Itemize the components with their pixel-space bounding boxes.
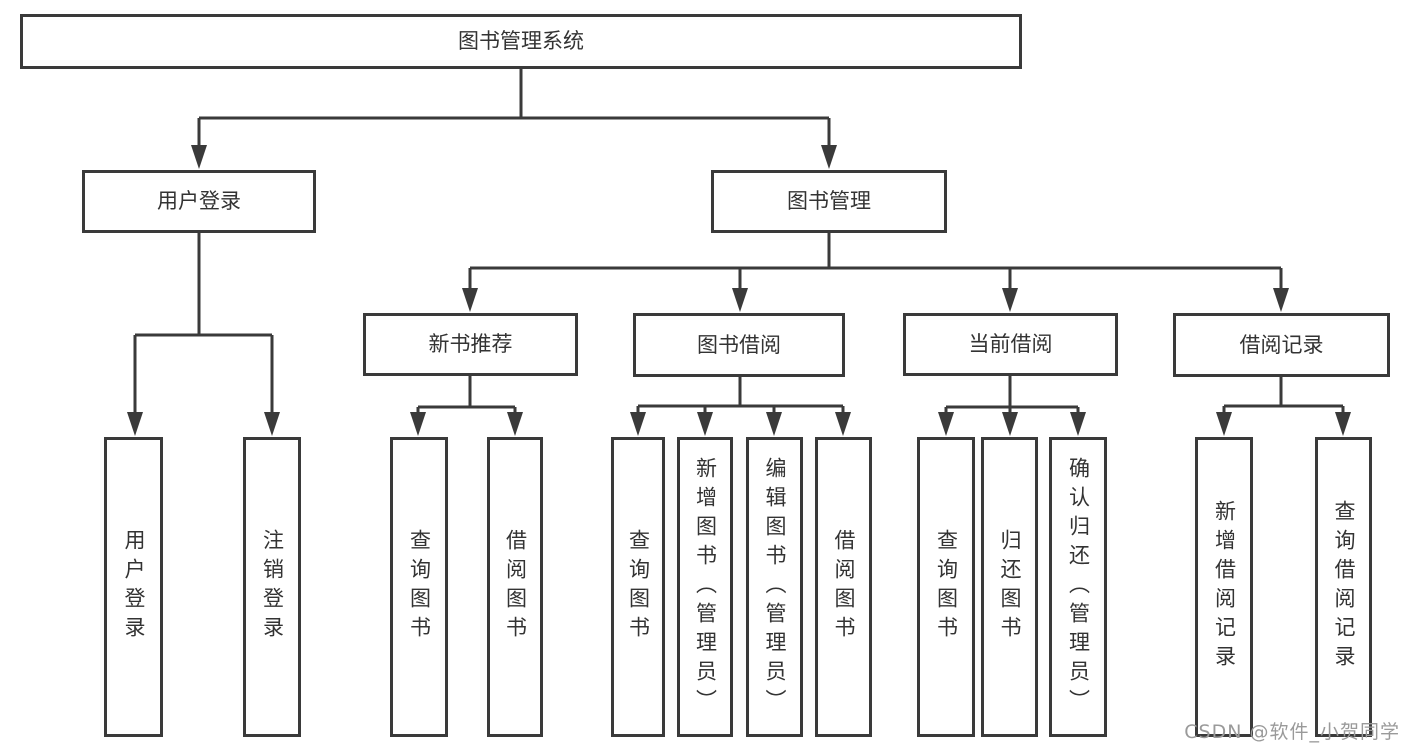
connector-book-borrow-to-children <box>636 377 845 413</box>
leaf-edit-book-admin: 编辑图书（管理员） <box>746 437 803 737</box>
leaf-confirm-return-admin: 确认归还（管理员） <box>1049 437 1107 737</box>
leaf-add-borrow-record: 新增借阅记录 <box>1195 437 1253 737</box>
node-current-borrow: 当前借阅 <box>903 313 1118 376</box>
leaf-query-books-current: 查询图书 <box>917 437 975 737</box>
leaf-add-book-admin: 新增图书（管理员） <box>677 437 733 737</box>
leaf-logout: 注销登录 <box>243 437 301 737</box>
node-user-login-label: 用户登录 <box>157 189 241 213</box>
leaf-query-books-borrow: 查询图书 <box>611 437 665 737</box>
connector-root-to-level2 <box>197 69 831 146</box>
leaf-query-books-borrow-label: 查询图书 <box>626 529 651 645</box>
connector-new-book-to-children <box>416 376 517 413</box>
leaf-borrow-books: 借阅图书 <box>815 437 872 737</box>
leaf-query-books-recommend: 查询图书 <box>390 437 448 737</box>
node-book-management: 图书管理 <box>711 170 947 233</box>
leaf-borrow-books-recommend-label: 借阅图书 <box>503 529 528 645</box>
node-new-book-recommend: 新书推荐 <box>363 313 578 376</box>
connector-user-login-to-children <box>133 233 274 413</box>
arrowheads <box>127 145 1351 436</box>
node-book-borrow-label: 图书借阅 <box>697 332 781 357</box>
node-new-book-recommend-label: 新书推荐 <box>428 332 513 356</box>
leaf-user-login: 用户登录 <box>104 437 163 737</box>
node-root-label: 图书管理系统 <box>458 29 584 53</box>
connector-book-management-to-children <box>468 233 1283 290</box>
leaf-add-book-admin-label: 新增图书（管理员） <box>693 456 718 718</box>
leaf-edit-book-admin-label: 编辑图书（管理员） <box>763 456 787 718</box>
node-book-management-label: 图书管理 <box>787 189 871 213</box>
node-user-login: 用户登录 <box>82 170 316 233</box>
node-root: 图书管理系统 <box>20 14 1022 69</box>
leaf-borrow-books-recommend: 借阅图书 <box>487 437 543 737</box>
leaf-add-borrow-record-label: 新增借阅记录 <box>1212 500 1237 674</box>
leaf-query-borrow-record: 查询借阅记录 <box>1315 437 1372 737</box>
leaf-return-book-label: 归还图书 <box>998 529 1022 645</box>
connector-borrow-records-to-children <box>1222 377 1345 413</box>
leaf-borrow-books-label: 借阅图书 <box>832 529 856 645</box>
leaf-query-books-recommend-label: 查询图书 <box>407 529 432 645</box>
leaf-logout-label: 注销登录 <box>260 529 285 645</box>
connector-current-borrow-to-children <box>944 376 1080 413</box>
node-current-borrow-label: 当前借阅 <box>968 332 1053 356</box>
leaf-query-books-current-label: 查询图书 <box>934 529 959 645</box>
leaf-return-book: 归还图书 <box>981 437 1038 737</box>
node-borrow-records-label: 借阅记录 <box>1239 332 1324 357</box>
node-borrow-records: 借阅记录 <box>1173 313 1390 377</box>
leaf-confirm-return-admin-label: 确认归还（管理员） <box>1066 456 1091 718</box>
watermark-text: CSDN @软件_小贺同学 <box>1184 721 1400 743</box>
leaf-query-borrow-record-label: 查询借阅记录 <box>1332 500 1356 674</box>
node-book-borrow: 图书借阅 <box>633 313 845 377</box>
leaf-user-login-label: 用户登录 <box>122 529 146 645</box>
